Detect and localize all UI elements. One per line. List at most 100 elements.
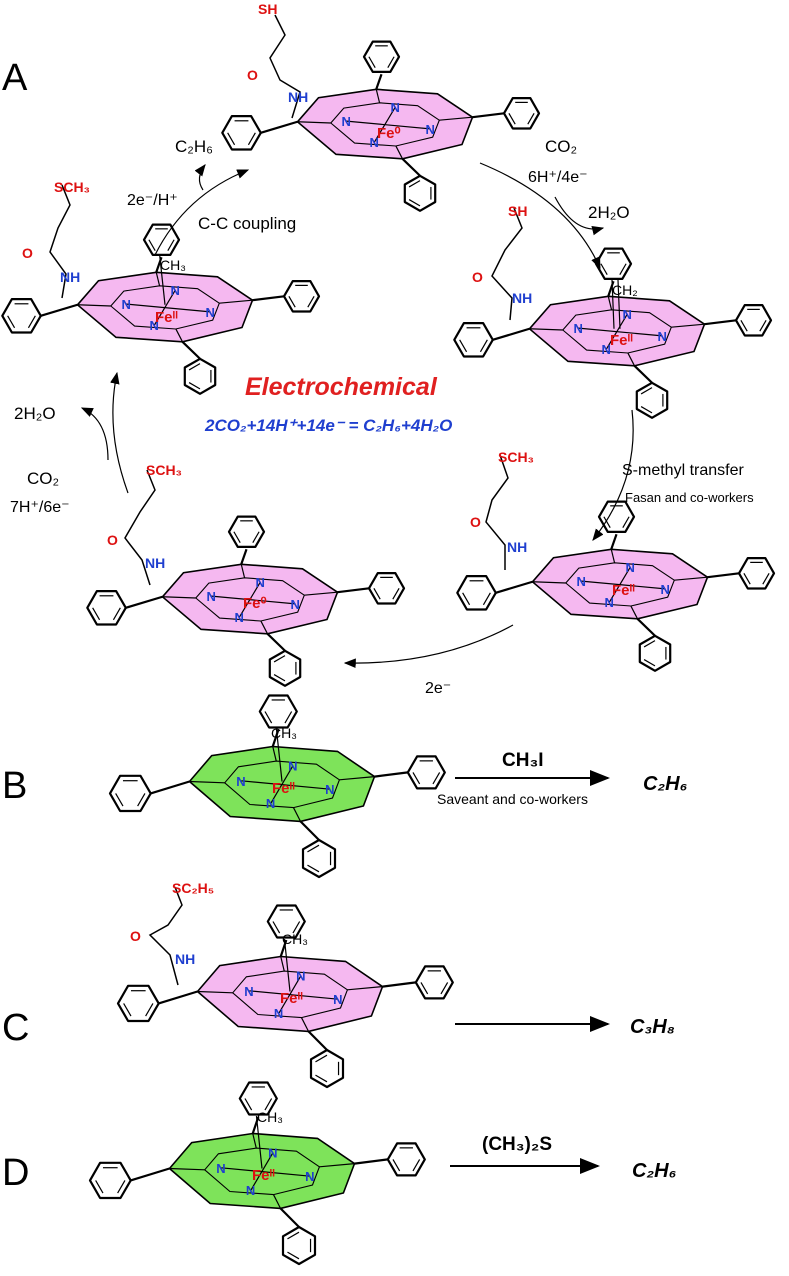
arrow-h2o-left <box>80 407 109 461</box>
phenyl-ring-top <box>266 904 306 939</box>
panel-b-product: C₂H₆ <box>643 773 688 795</box>
phenyl-ring-bottom <box>638 634 672 672</box>
nitrogen-atom: N <box>623 307 632 322</box>
nitrogen-atom: N <box>577 574 586 589</box>
nitrogen-atom: N <box>370 135 379 150</box>
panel-c-fe2-label: Feᴵᴵ <box>280 990 303 1007</box>
lower-right-thioether-label: SCH₃ <box>498 449 534 465</box>
panel-d-product: C₂H₆ <box>632 1160 677 1182</box>
axial-ligand-bond <box>159 255 166 305</box>
lower-left-thioether-label: SCH₃ <box>146 462 182 478</box>
panel-c-ch3-ligand: CH₃ <box>282 931 308 947</box>
label-s-methyl-transfer: S-methyl transfer <box>622 462 744 479</box>
nitrogen-atom: N <box>274 1006 283 1021</box>
phenyl-ring-bottom <box>183 357 217 395</box>
cycle-title: Electrochemical <box>245 373 438 401</box>
phenyl-ring-top <box>597 500 636 534</box>
panel-d-ch3-ligand: CH₃ <box>257 1109 283 1125</box>
lower-left-carbonyl-o: O <box>107 532 118 548</box>
phenyl-ring-top <box>238 1081 278 1116</box>
left-amide-nh: NH <box>60 269 80 285</box>
label-h2o-top: 2H₂O <box>588 203 630 222</box>
top-carbonyl-o: O <box>247 67 258 83</box>
phenyl-ring-bottom <box>268 649 302 687</box>
label-coupling-reagent: 2e⁻/H⁺ <box>127 192 178 209</box>
nitrogen-atom: N <box>391 100 400 115</box>
right-carbonyl-o: O <box>472 269 483 285</box>
phenyl-ring-bottom <box>635 381 669 419</box>
label-co2-left-reagent: 7H⁺/6e⁻ <box>10 499 70 516</box>
nitrogen-atom: N <box>216 1161 225 1176</box>
label-c2h6-released: C₂H₆ <box>175 137 213 156</box>
nitrogen-atom: N <box>574 321 583 336</box>
phenyl-ring-bottom <box>403 174 437 212</box>
nitrogen-atom: N <box>266 796 275 811</box>
amide-tether <box>491 207 523 321</box>
label-cc-coupling: C-C coupling <box>198 214 296 233</box>
right-fe2-label: Feᴵᴵ <box>610 332 633 349</box>
arrow-c2h6-release <box>194 164 206 191</box>
nitrogen-atom: N <box>626 560 635 575</box>
label-co2-top-reagent: 6H⁺/4e⁻ <box>528 169 588 186</box>
nitrogen-atom: N <box>296 968 305 983</box>
phenyl-ring-left <box>221 114 262 151</box>
phenyl-ring-left <box>116 984 160 1023</box>
nitrogen-atom: N <box>342 114 351 129</box>
panel-b-credit: Saveant and co-workers <box>437 791 588 807</box>
top-thiol-label: SH <box>258 1 277 17</box>
left-fe2-label: Feᴵᴵ <box>155 309 178 326</box>
top-amide-nh: NH <box>288 89 308 105</box>
panel-label-c: C <box>2 1007 29 1049</box>
phenyl-ring-left <box>456 574 497 611</box>
right-amide-nh: NH <box>512 290 532 306</box>
nitrogen-atom: N <box>256 575 265 590</box>
nitrogen-atom: N <box>244 984 253 999</box>
panel-label-b: B <box>2 765 27 807</box>
phenyl-ring-left <box>453 322 494 358</box>
arrow-h2o-top <box>554 196 605 236</box>
phenyl-ring-left <box>86 589 127 626</box>
nitrogen-atom: N <box>291 597 300 612</box>
left-ch3-ligand: CH₃ <box>160 257 186 273</box>
panel-d-fe2-label: Feᴵᴵ <box>252 1167 275 1184</box>
phenyl-ring-left <box>88 1161 132 1200</box>
panel-c-amide-nh: NH <box>175 951 195 967</box>
arrow-co2-left <box>110 371 129 494</box>
porphyrin-panel-c-pink: N N N N <box>116 886 454 1089</box>
panel-b-ch3-ligand: CH₃ <box>271 725 297 741</box>
label-h2o-left: 2H₂O <box>14 404 56 423</box>
phenyl-ring-top <box>258 694 298 729</box>
label-co2-top: CO₂ <box>545 137 577 156</box>
arrow-cc-coupling <box>154 169 250 256</box>
panel-b-reagent: CH₃I <box>502 750 544 771</box>
nitrogen-atom: N <box>661 582 670 597</box>
nitrogen-atom: N <box>305 1169 314 1184</box>
panel-c-thioether-label: SC₂H₅ <box>172 880 214 896</box>
lower-left-amide-nh: NH <box>145 555 165 571</box>
arrow-s-methyl-transfer <box>592 409 634 541</box>
axial-ligand-bond <box>275 728 283 782</box>
lower-left-fe0-label: Fe⁰ <box>243 595 267 612</box>
panel-label-a: A <box>2 57 28 99</box>
arrow-co2-top <box>479 162 601 270</box>
right-ch2-ligand: CH₂ <box>612 282 638 298</box>
nitrogen-atom: N <box>333 992 342 1007</box>
label-fasan-credit: Fasan and co-workers <box>625 490 754 505</box>
label-2e-reduction: 2e⁻ <box>425 680 451 697</box>
nitrogen-atom: N <box>288 758 297 773</box>
panel-b-fe2-label: Feᴵᴵ <box>272 780 295 797</box>
nitrogen-atom: N <box>171 283 180 298</box>
amide-tether <box>49 184 71 299</box>
phenyl-ring-top <box>142 223 181 256</box>
panel-c-product: C₃H₈ <box>630 1016 675 1038</box>
nitrogen-atom: N <box>658 329 667 344</box>
arrow-reduction <box>343 624 514 669</box>
